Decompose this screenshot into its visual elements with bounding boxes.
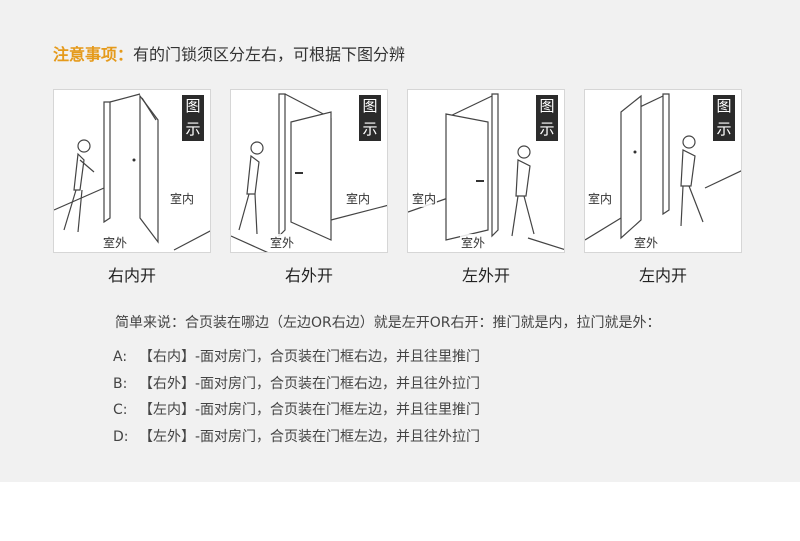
door-illustration: [54, 93, 210, 251]
rule-item: A:【右内】-面对房门，合页装在门框右边，并且往里推门: [113, 349, 481, 365]
door-illustration: [408, 93, 564, 250]
rule-item: D:【左外】-面对房门，合页装在门框左边，并且往外拉门: [113, 428, 481, 445]
caption-right-inward: 右内开: [107, 266, 156, 285]
outdoor-label: 室外: [460, 234, 487, 251]
notice-label: 注意事项：: [53, 45, 134, 64]
badge: 图示: [713, 95, 735, 141]
caption-left-outward: 左外开: [461, 266, 510, 285]
indoor-label: 室内: [169, 190, 196, 207]
outdoor-label: 室外: [633, 234, 660, 251]
notice-text: 有的门锁须区分左右，可根据下图分辨: [133, 45, 406, 64]
badge: 图示: [182, 95, 204, 141]
door-card-left-outward: 图示 室内 室外: [407, 89, 565, 253]
indoor-label: 室内: [587, 190, 614, 207]
notice: 注意事项：有的门锁须区分左右，可根据下图分辨: [53, 44, 405, 66]
caption-left-inward: 左内开: [638, 266, 687, 285]
caption-right-outward: 右外开: [284, 266, 333, 285]
content-panel: 注意事项：有的门锁须区分左右，可根据下图分辨 图示: [0, 0, 800, 482]
rule-item: B:【右外】-面对房门，合页装在门框右边，并且往外拉门: [113, 375, 481, 392]
outdoor-label: 室外: [102, 234, 129, 251]
rules-list: A:【右内】-面对房门，合页装在门框右边，并且往里推门 B:【右外】-面对房门，…: [113, 344, 480, 450]
summary-text: 简单来说：合页装在哪边（左边OR右边）就是左开OR右开：推门就是内，拉门就是外：: [115, 315, 661, 331]
door-card-right-inward: 图示 室内 室外: [53, 89, 211, 253]
outdoor-label: 室外: [269, 234, 296, 251]
badge: 图示: [536, 95, 558, 141]
indoor-label: 室内: [345, 190, 372, 207]
badge: 图示: [359, 95, 381, 141]
door-card-right-outward: 图示 室内 室外: [230, 89, 388, 253]
door-card-left-inward: 图示 室内 室外: [584, 89, 742, 253]
door-illustration: [231, 93, 387, 252]
rule-item: C:【左内】-面对房门，合页装在门框左边，并且往里推门: [113, 402, 481, 418]
door-illustration: [585, 93, 741, 241]
indoor-label: 室内: [411, 190, 438, 207]
